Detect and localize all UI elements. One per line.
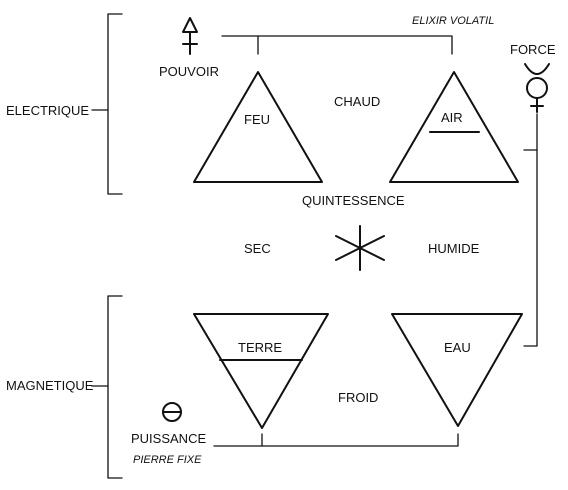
terre-triangle: [193, 313, 329, 429]
air-label: AIR: [441, 110, 463, 125]
sec-label: SEC: [244, 241, 271, 256]
pouvoir-label: POUVOIR: [159, 64, 219, 79]
mercury-symbol-icon: [524, 63, 550, 113]
magnetique-label: MAGNETIQUE: [6, 378, 94, 393]
air-triangle: [389, 71, 519, 183]
pierre-fixe-label: PIERRE FIXE: [133, 454, 202, 466]
humide-label: HUMIDE: [428, 241, 480, 256]
electrique-bracket: [91, 13, 123, 195]
quintessence-label: QUINTESSENCE: [302, 193, 405, 208]
force-label: FORCE: [510, 42, 556, 57]
feu-label: FEU: [244, 112, 270, 127]
feu-triangle: [193, 71, 323, 183]
terre-label: TERRE: [238, 340, 282, 355]
froid-label: FROID: [338, 390, 378, 405]
bottom-connector-line: [213, 433, 459, 447]
puissance-symbol-icon: [162, 402, 182, 422]
right-connector-line: [523, 113, 538, 347]
top-connector-line: [221, 35, 453, 55]
quintessence-star-icon: [335, 225, 385, 271]
pouvoir-symbol-icon: [182, 17, 198, 55]
elixir-volatil-label: ELIXIR VOLATIL: [412, 15, 494, 27]
eau-label: EAU: [444, 340, 471, 355]
puissance-label: PUISSANCE: [131, 431, 206, 446]
eau-triangle: [391, 313, 523, 427]
chaud-label: CHAUD: [334, 94, 380, 109]
magnetique-bracket: [91, 295, 123, 479]
electrique-label: ELECTRIQUE: [6, 103, 89, 118]
